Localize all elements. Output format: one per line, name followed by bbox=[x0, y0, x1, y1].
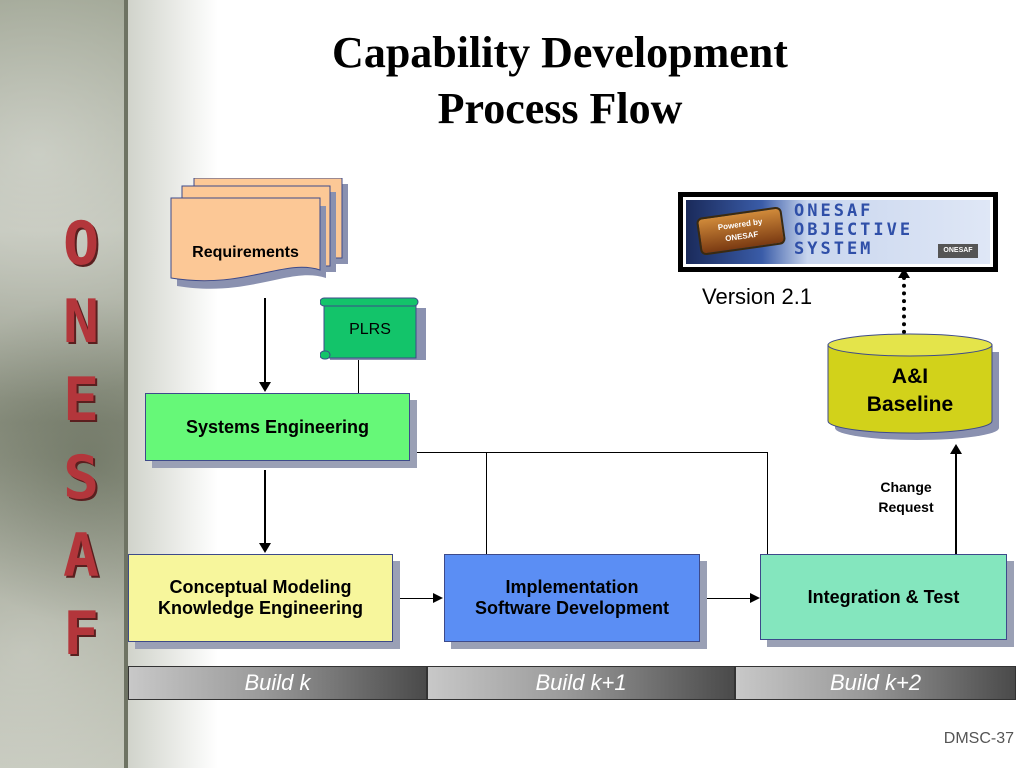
connector-baseline-to-version bbox=[902, 276, 906, 334]
build-bar-k1: Build k+1 bbox=[427, 666, 735, 700]
connector-req-to-se bbox=[264, 298, 266, 383]
conceptual-modeling-box: Conceptual Modeling Knowledge Engineerin… bbox=[128, 554, 393, 642]
connector-se-horizontal bbox=[410, 452, 768, 453]
arrowhead-it-to-baseline bbox=[950, 444, 962, 454]
change-label: Change bbox=[880, 479, 932, 495]
build-bar-k: Build k bbox=[128, 666, 427, 700]
build-k1-label: Build k+1 bbox=[535, 670, 627, 695]
connector-se-to-cm bbox=[264, 470, 266, 544]
slide-title-line1: Capability Development bbox=[332, 28, 788, 77]
plrs-scroll: PLRS bbox=[320, 297, 430, 363]
knowledge-engineering-label: Knowledge Engineering bbox=[157, 598, 363, 618]
implementation-label: Implementation bbox=[505, 577, 639, 597]
connector-impl-to-it bbox=[700, 598, 750, 599]
slide-title-line2: Process Flow bbox=[437, 84, 683, 133]
build-k-label: Build k bbox=[244, 670, 311, 695]
logo-text-line3: SYSTEM bbox=[794, 239, 874, 259]
onesaf-logo: Powered by ONESAF ONESAF OBJECTIVE SYSTE… bbox=[686, 200, 990, 264]
logo-text-line2: OBJECTIVE bbox=[794, 220, 914, 240]
ai-label: A&I bbox=[891, 365, 929, 388]
connector-cm-to-impl bbox=[393, 598, 433, 599]
implementation-box: Implementation Software Development bbox=[444, 554, 700, 642]
integration-test-box: Integration & Test bbox=[760, 554, 1007, 640]
version-label: Version 2.1 bbox=[702, 284, 813, 309]
logo-mini-badge: ONESAF bbox=[938, 244, 978, 258]
software-development-label: Software Development bbox=[474, 598, 670, 618]
banner-letter-s: S bbox=[62, 443, 100, 513]
plrs-scroll-shape bbox=[320, 297, 426, 360]
requirements-document-shape bbox=[170, 178, 348, 289]
systems-engineering-label: Systems Engineering bbox=[185, 416, 370, 437]
banner-letter-e: E bbox=[62, 365, 100, 435]
requirements-document: Requirements bbox=[170, 178, 350, 298]
powered-by-badge: Powered by ONESAF bbox=[695, 206, 787, 256]
arrowhead-se-to-cm bbox=[259, 543, 271, 553]
arrowhead-cm-to-impl bbox=[433, 593, 443, 603]
change-request-label: Change Request bbox=[856, 477, 956, 517]
logo-text-line1: ONESAF bbox=[794, 201, 874, 221]
connector-se-to-impl bbox=[486, 452, 487, 554]
arrowhead-impl-to-it bbox=[750, 593, 760, 603]
requirements-label: Requirements bbox=[192, 244, 299, 261]
connector-plrs-to-se bbox=[358, 360, 359, 393]
banner-letter-n: N bbox=[62, 287, 100, 357]
arrowhead-req-to-se bbox=[259, 382, 271, 392]
request-label: Request bbox=[878, 499, 934, 515]
conceptual-modeling-label: Conceptual Modeling bbox=[169, 577, 352, 597]
plrs-label: PLRS bbox=[349, 321, 391, 338]
build-k2-label: Build k+2 bbox=[829, 670, 922, 695]
ai-baseline-cylinder-shape bbox=[827, 333, 999, 440]
banner-letter-f: F bbox=[62, 599, 100, 669]
connector-it-to-baseline bbox=[955, 453, 957, 554]
onesaf-logo-frame: Powered by ONESAF ONESAF OBJECTIVE SYSTE… bbox=[678, 192, 998, 272]
banner-letter-o: O bbox=[62, 209, 100, 279]
banner-letter-a: A bbox=[62, 521, 100, 591]
baseline-label: Baseline bbox=[866, 393, 954, 416]
slide-number: DMSC-37 bbox=[943, 730, 1014, 747]
connector-se-to-it bbox=[767, 452, 768, 554]
systems-engineering-box: Systems Engineering bbox=[145, 393, 410, 461]
build-bar-k2: Build k+2 bbox=[735, 666, 1016, 700]
left-banner: O N E S A F bbox=[0, 0, 128, 768]
arrowhead-baseline-to-version bbox=[898, 268, 910, 278]
integration-test-label: Integration & Test bbox=[807, 586, 960, 607]
ai-baseline-cylinder: A&I Baseline bbox=[826, 333, 1006, 445]
